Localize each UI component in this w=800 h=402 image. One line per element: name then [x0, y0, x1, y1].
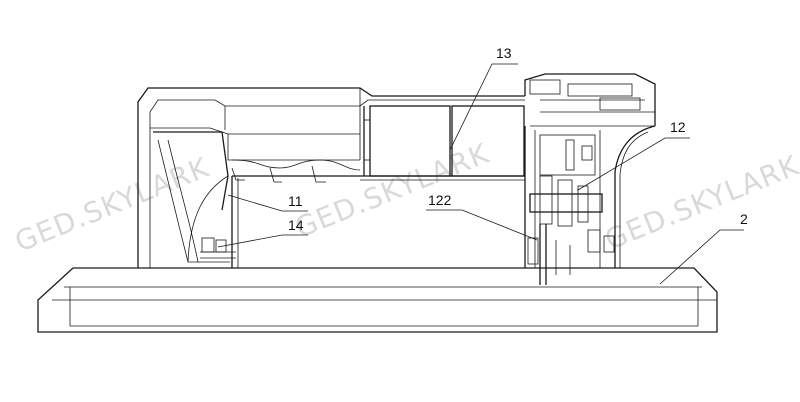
leader-14 — [217, 234, 308, 248]
leader-122 — [426, 209, 538, 241]
watermark-center: GED.SKYLARK — [290, 137, 494, 245]
label-2: 2 — [740, 211, 748, 227]
watermark-group: GED.SKYLARK GED.SKYLARK GED.SKYLARK — [10, 137, 800, 259]
leader-lines — [217, 63, 744, 285]
right-mechanism — [524, 73, 656, 285]
label-13: 13 — [496, 45, 512, 61]
base-plate — [37, 267, 718, 333]
leader-11 — [227, 194, 308, 212]
part-14-fastener — [200, 237, 236, 259]
label-11: 11 — [288, 193, 303, 209]
label-14: 14 — [288, 217, 304, 233]
label-12: 12 — [670, 119, 686, 135]
leader-2 — [659, 229, 744, 285]
label-122: 122 — [428, 192, 452, 208]
leader-12 — [577, 137, 690, 191]
leader-13 — [449, 63, 518, 151]
left-flange — [153, 131, 239, 268]
reference-labels: 13 12 11 14 122 2 — [288, 45, 748, 233]
watermark-right: GED.SKYLARK — [600, 149, 800, 257]
part-13-block — [363, 105, 525, 177]
housing — [137, 87, 525, 268]
